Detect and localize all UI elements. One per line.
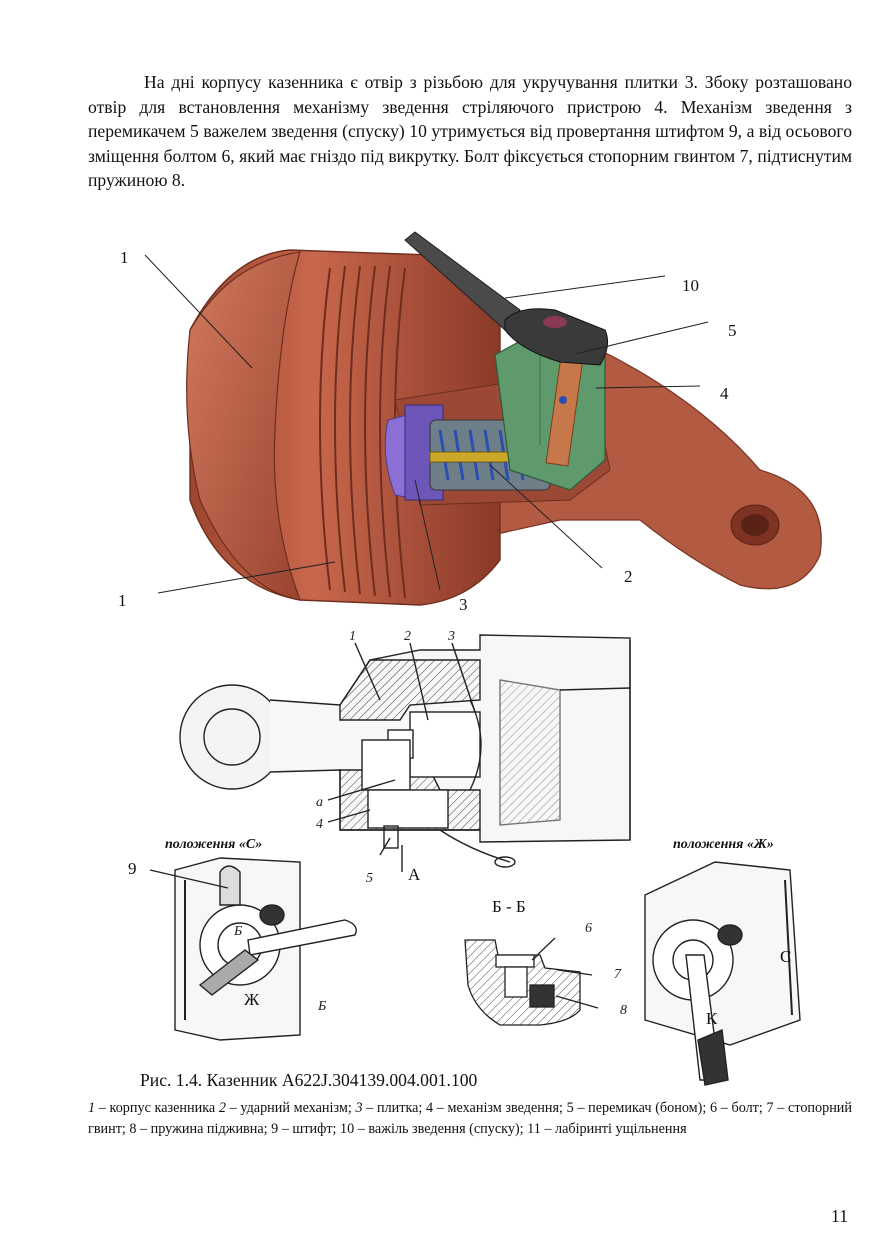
clabel-9: 9 <box>128 859 137 878</box>
body-paragraph: На дні корпусу казенника є отвір з різьб… <box>88 70 852 193</box>
position-zh-labels: С К <box>706 947 791 1028</box>
zlabel-k: К <box>706 1009 718 1028</box>
blabel-6: 6 <box>585 921 592 936</box>
caption-text-3: – плитка; 4 – механізм зведення; 5 – пер… <box>88 1100 852 1137</box>
label-1-bottom: 1 <box>118 591 127 610</box>
clabel-zh: Ж <box>244 990 260 1009</box>
blabel-7: 7 <box>614 967 622 982</box>
label-2: 2 <box>624 567 633 586</box>
blabel-8: 8 <box>620 1003 627 1018</box>
section-drawing-labels: 1 2 3 a 4 5 А <box>316 629 455 886</box>
dlabel-1: 1 <box>349 629 356 644</box>
position-c-label: положення «С» <box>165 837 262 852</box>
label-3: 3 <box>459 595 468 614</box>
dlabel-4: 4 <box>316 817 323 832</box>
caption-text-1: – корпус казенника <box>95 1100 219 1116</box>
clabel-b: Б <box>233 924 242 939</box>
dlabel-2: 2 <box>404 629 411 644</box>
section-bb-label: Б - Б <box>492 897 526 916</box>
paragraph-text: На дні корпусу казенника є отвір з різьб… <box>88 72 852 191</box>
lever-3d <box>404 231 521 331</box>
caption-num-3: 3 <box>355 1100 363 1116</box>
caption-num-2: 2 <box>218 1100 226 1116</box>
position-c-labels: 9 Б Ж Б <box>128 859 326 1014</box>
clabel-bb: Б <box>317 999 326 1014</box>
position-c-view <box>149 857 357 1041</box>
label-1-top: 1 <box>120 248 129 267</box>
label-4: 4 <box>720 384 729 403</box>
position-zh-label: положення «Ж» <box>673 837 774 852</box>
page-number: 11 <box>831 1206 848 1226</box>
housing-face <box>186 251 301 601</box>
figure-caption-title: Рис. 1.4. Казенник А622J.304139.004.001.… <box>140 1070 478 1090</box>
section-drawing <box>179 634 631 872</box>
section-bb-labels: 6 7 8 <box>585 921 627 1018</box>
dlabel-A: А <box>408 865 421 884</box>
dlabel-5: 5 <box>366 871 373 886</box>
caption-text-2: – ударний механізм; <box>225 1100 356 1116</box>
label-5: 5 <box>728 321 737 340</box>
label-10: 10 <box>682 276 699 295</box>
caption-num-1: 1 <box>88 1100 96 1116</box>
section-bb-view <box>464 937 599 1026</box>
render-3d: 1 10 5 4 2 1 3 <box>118 231 822 614</box>
figure-caption-text: 1 – корпус казенника 2 – ударний механіз… <box>88 1098 852 1139</box>
dlabel-3: 3 <box>447 629 455 644</box>
zlabel-c: С <box>780 947 791 966</box>
position-zh-view <box>644 861 801 1086</box>
dlabel-a: a <box>316 795 323 810</box>
